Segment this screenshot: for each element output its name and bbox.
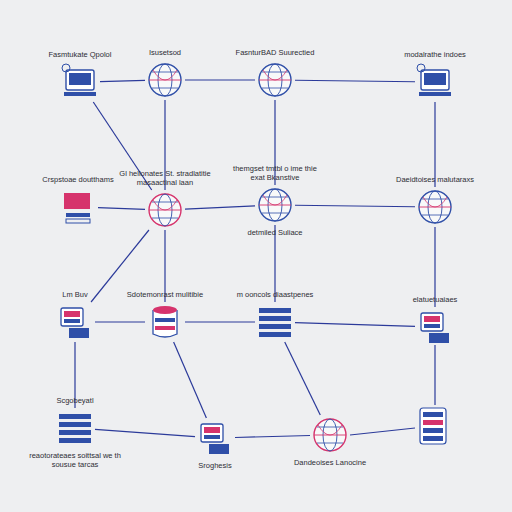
pinkbox-symbol	[58, 187, 98, 227]
node-label: reaotorateaes soittsal we th sousue tarc…	[27, 451, 123, 469]
connector-line	[434, 102, 435, 187]
connector	[235, 436, 310, 438]
connector-line	[295, 323, 415, 327]
wire	[434, 345, 435, 405]
connector-line	[235, 436, 310, 438]
node-label: Crspstoae doutthams	[30, 175, 126, 184]
icon-node: Isusetsod	[145, 60, 185, 100]
icon-node: elatuetuaiaes	[415, 307, 455, 347]
db-symbol	[145, 302, 185, 342]
node-label: elatuetuaiaes	[387, 295, 483, 304]
connector-line	[174, 342, 207, 418]
connector	[295, 323, 415, 327]
icon-node: Sdotemonrast mulitibie	[145, 302, 185, 342]
node-label: Lm Buv	[27, 290, 123, 299]
icon-node: m ooncols diaastpenes	[255, 302, 295, 342]
connector-line	[95, 321, 145, 322]
connector	[174, 342, 207, 418]
stack-symbol	[55, 408, 95, 448]
server-symbol	[420, 408, 446, 444]
node-label: Sdotemonrast mulitibie	[117, 290, 213, 299]
stack-symbol	[255, 302, 295, 342]
connector-line	[95, 429, 195, 436]
icon-node: Dandeoises Lanocine	[310, 415, 350, 455]
connector	[285, 342, 321, 415]
node-label: Sroghesis	[167, 461, 263, 470]
icon-node: Sroghesis	[195, 418, 235, 458]
device-symbol	[415, 307, 455, 347]
icon-node: modalrathe indoes	[415, 62, 455, 102]
server-symbol	[415, 62, 455, 102]
icon-node: Lm Buv	[55, 302, 95, 342]
connector	[185, 80, 255, 81]
connector	[100, 80, 145, 81]
wire	[350, 428, 415, 435]
connector-line	[285, 342, 321, 415]
node-label: Dandeoises Lanocine	[282, 458, 378, 467]
icon-node: FasnturBAD Suurectied	[255, 60, 295, 100]
node-label: modalrathe indoes	[387, 50, 483, 59]
node-label: Fasmtukate Qpolol	[32, 50, 128, 59]
connector	[185, 206, 255, 209]
node-label: FasnturBAD Suurectied	[227, 48, 323, 57]
connector	[98, 208, 145, 210]
node-label: Isusetsod	[117, 48, 213, 57]
connector-line	[98, 208, 145, 210]
connector-line	[185, 79, 255, 80]
connector-line	[295, 80, 415, 82]
icon-node: Gl hellonates St. stradlatitie masaactin…	[145, 190, 185, 230]
globe-symbol	[255, 185, 295, 225]
globe-symbol	[415, 187, 455, 227]
connector-line	[295, 205, 415, 207]
connector-line	[185, 321, 255, 322]
icon-node: themgset tmtbl o ime thie exat Bkanstive…	[255, 185, 295, 225]
node-label: detmiled Suliace	[227, 228, 323, 237]
server-symbol	[60, 62, 100, 102]
connector	[295, 80, 415, 82]
connector	[95, 322, 145, 323]
node-label: m ooncols diaastpenes	[227, 290, 323, 299]
device-symbol	[195, 418, 235, 458]
icon-node: Crspstoae doutthams	[58, 187, 98, 227]
node-label: Scgobeyatl	[27, 396, 123, 405]
connector	[435, 102, 436, 187]
node-label: Gl hellonates St. stradlatitie masaactin…	[117, 169, 213, 187]
device-symbol	[55, 302, 95, 342]
icon-node: Scgobeyatlreaotorateaes soittsal we th s…	[55, 408, 95, 448]
connector	[185, 322, 255, 323]
icon-node: Daeidtoises malutaraxs	[415, 187, 455, 227]
node-label: Daeidtoises malutaraxs	[387, 175, 483, 184]
pinkglobe-symbol	[145, 190, 185, 230]
pinkglobe-symbol	[310, 415, 350, 455]
connector-line	[100, 80, 145, 81]
node-label: themgset tmtbl o ime thie exat Bkanstive	[227, 164, 323, 182]
connector	[295, 205, 415, 207]
globe-symbol	[255, 60, 295, 100]
icon-node: Fasmtukate Qpolol	[60, 62, 100, 102]
connector	[95, 429, 195, 436]
globe-symbol	[145, 60, 185, 100]
connector-line	[185, 206, 255, 209]
